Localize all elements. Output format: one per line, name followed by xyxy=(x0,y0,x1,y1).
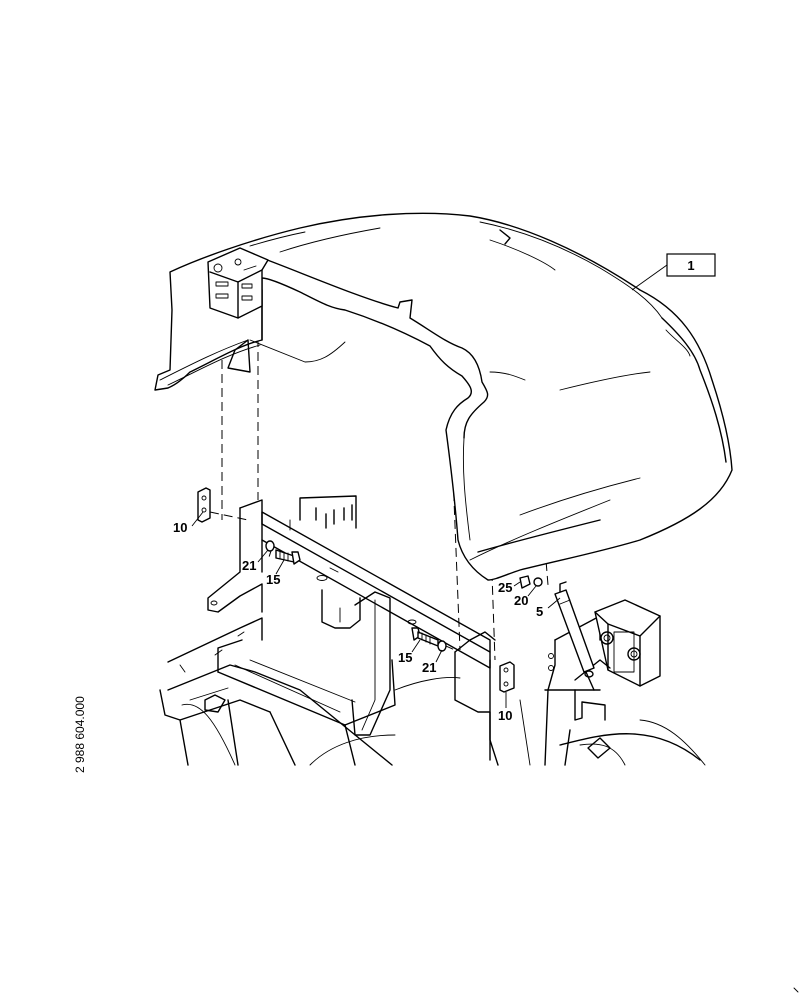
callouts: 1 10 21 15 15 21 10 25 20 5 xyxy=(173,253,716,723)
hood xyxy=(154,212,733,581)
callout-bolt-right: 15 xyxy=(398,650,412,665)
callout-washer-right: 21 xyxy=(422,660,436,675)
chassis-frame xyxy=(159,617,706,766)
cross-beam xyxy=(207,495,601,761)
right-support-bracket xyxy=(574,599,661,721)
callout-washer-20: 20 xyxy=(514,593,528,608)
bolt-washer-right xyxy=(411,627,447,652)
callout-nut-25: 25 xyxy=(498,580,512,595)
hinge-plate-right xyxy=(499,661,515,693)
callout-bolt-left: 15 xyxy=(266,572,280,587)
callout-hood: 1 xyxy=(687,258,694,273)
hinge-plate-left xyxy=(197,487,211,523)
callout-gas-strut: 5 xyxy=(536,604,543,619)
corner-mark xyxy=(793,987,799,993)
document-number: 2 988 604.000 xyxy=(73,696,87,773)
nut-and-washer xyxy=(519,575,543,589)
callout-washer-left: 21 xyxy=(242,558,256,573)
callout-hinge-left: 10 xyxy=(173,520,187,535)
gas-strut xyxy=(554,581,595,691)
callout-hinge-right: 10 xyxy=(498,708,512,723)
hood-hinge-bracket xyxy=(207,247,269,319)
bolt-washer-left xyxy=(265,540,301,565)
